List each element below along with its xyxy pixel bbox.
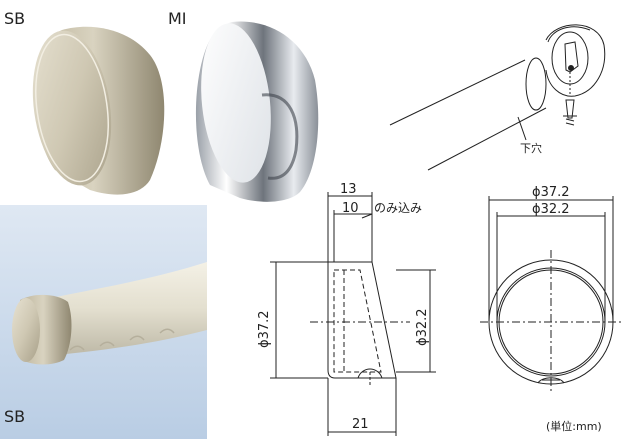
dim-outer-height: ϕ37.2 bbox=[257, 310, 272, 348]
mi-label-top: MI bbox=[168, 9, 187, 28]
dim-21: 21 bbox=[352, 417, 369, 432]
sb-label-top: SB bbox=[4, 9, 25, 28]
dim-outer-diameter: ϕ37.2 bbox=[532, 185, 570, 200]
side-view-drawing bbox=[270, 192, 436, 436]
pilot-hole-label: 下穴 bbox=[520, 141, 542, 155]
dim-inner-height: ϕ32.2 bbox=[415, 308, 430, 346]
sb-cap-photo bbox=[32, 26, 165, 195]
dim-13: 13 bbox=[340, 182, 357, 197]
isometric-view bbox=[389, 24, 606, 171]
sb-installed-photo bbox=[0, 205, 207, 439]
dim-10: 10 bbox=[342, 201, 359, 216]
unit-note: (単位:mm) bbox=[546, 419, 602, 433]
insert-note: のみ込み bbox=[374, 201, 422, 215]
dim-inner-diameter: ϕ32.2 bbox=[532, 202, 570, 217]
front-view-drawing bbox=[480, 196, 622, 392]
mi-cap-photo bbox=[195, 21, 319, 202]
sb-label-bottom: SB bbox=[4, 407, 25, 426]
